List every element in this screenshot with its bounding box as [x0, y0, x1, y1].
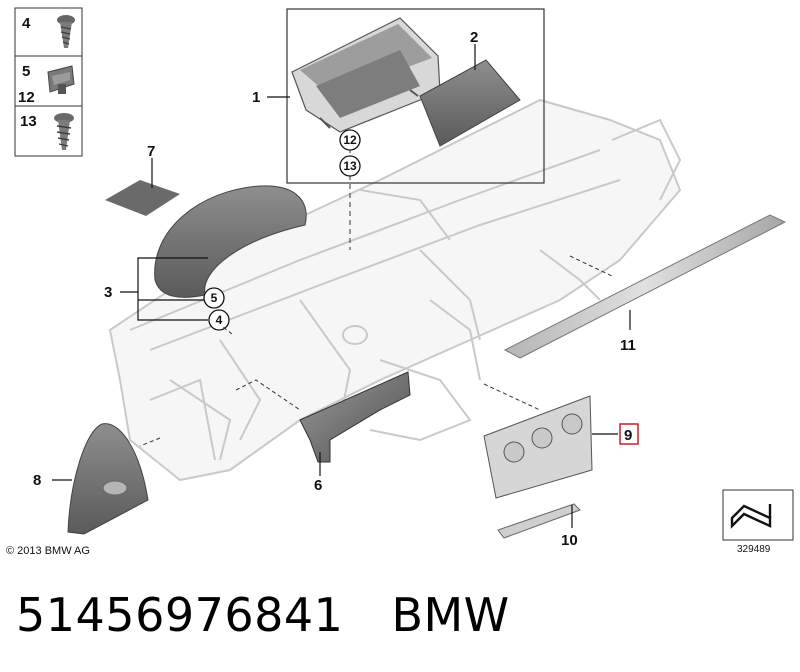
glovebox-group-frame: [286, 8, 545, 184]
assembly-dashes: [139, 255, 613, 447]
callout-3: 3: [104, 284, 112, 301]
leader-lines: [52, 44, 631, 528]
part-2-insert: [419, 59, 521, 147]
callout-1: 1: [252, 89, 260, 106]
clip-nut-icon: [47, 65, 75, 94]
dashboard-ghost: [108, 98, 682, 482]
svg-text:4: 4: [216, 313, 223, 327]
callout-10: 10: [561, 532, 578, 549]
svg-text:13: 13: [343, 159, 357, 173]
circle-callout-5: 5: [203, 287, 225, 309]
svg-text:5: 5: [211, 291, 218, 305]
svg-text:12: 12: [343, 133, 357, 147]
screw-4-icon: [57, 15, 75, 48]
part-9-climate-panel: [483, 395, 593, 499]
callout-7: 7: [147, 143, 155, 160]
callout-6: 6: [314, 477, 322, 494]
part-11-trim-strip: [503, 214, 787, 359]
diagram-id: 329489: [737, 544, 771, 555]
copyright-text: © 2013 BMW AG: [6, 545, 90, 557]
circle-callout-4: 4: [208, 309, 230, 331]
fastener-legend: 4 5 12 13: [14, 7, 83, 157]
part-3-hood: [154, 185, 307, 298]
screw-13-icon: [54, 113, 74, 150]
legend-label-4: 4: [22, 15, 31, 32]
callout-2: 2: [470, 29, 478, 46]
circle-callout-12: 12: [339, 129, 361, 151]
callout-9: 9: [624, 427, 632, 444]
part-1-glovebox: [291, 17, 441, 133]
callout-8: 8: [33, 472, 41, 489]
part-caption: 51456976841 BMW: [16, 588, 510, 642]
part-6-center-panel: [299, 371, 411, 463]
part-10-switch-bar: [497, 503, 581, 539]
diagram-id-box: 329489: [722, 489, 794, 555]
part-8-side-cover: [67, 423, 149, 535]
callout-9-highlight: 9: [619, 423, 639, 445]
circle-callout-13: 13: [339, 155, 361, 177]
part-7-pad: [105, 180, 180, 216]
brand-name: BMW: [391, 588, 510, 642]
legend-label-12: 12: [18, 89, 35, 106]
legend-label-5: 5: [22, 63, 30, 80]
callout-11: 11: [620, 337, 636, 354]
legend-label-13: 13: [20, 113, 37, 130]
part-number: 51456976841: [16, 588, 344, 642]
